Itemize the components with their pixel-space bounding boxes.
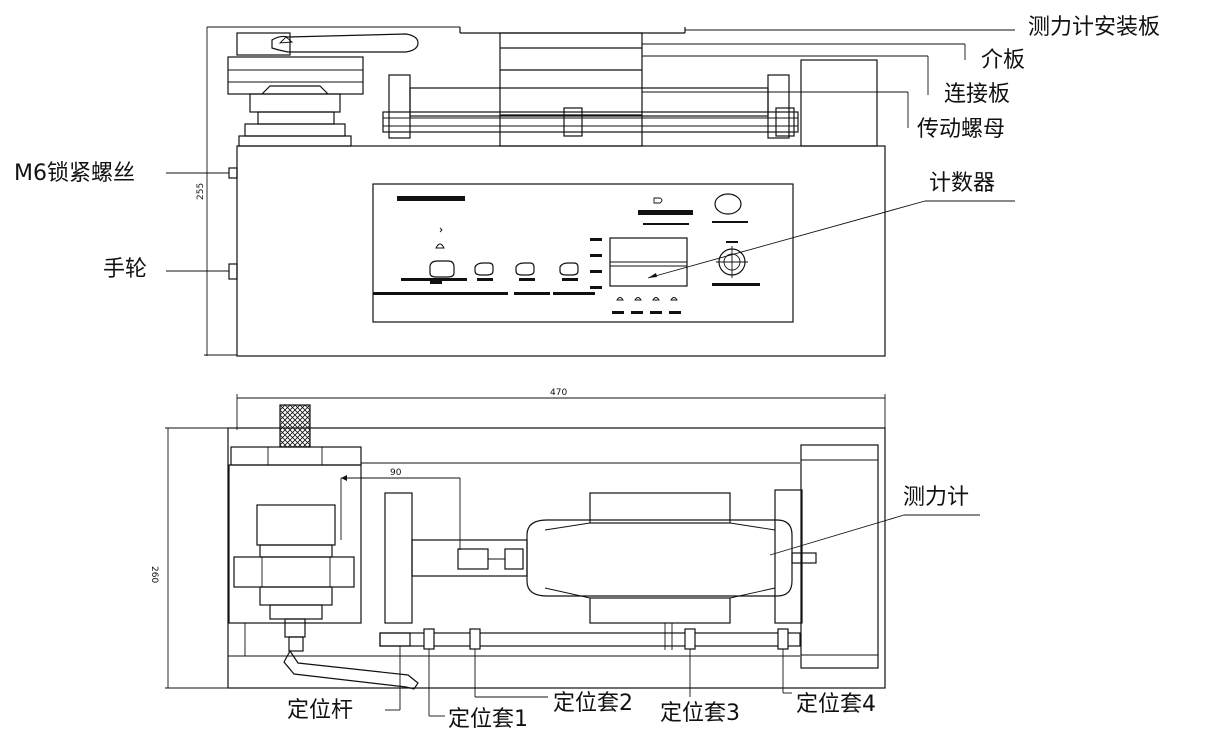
label-m6-lock-screw: M6锁紧螺丝 <box>14 161 135 186</box>
label-locating-rod: 定位杆 <box>287 698 353 723</box>
handwheel-top <box>227 32 419 147</box>
inner-distance-dimension: 90 <box>390 468 402 478</box>
label-locating-sleeve-3: 定位套3 <box>660 701 740 726</box>
top-view: 470 260 <box>149 388 980 717</box>
label-gauge-mount-plate: 测力计安装板 <box>1028 15 1160 40</box>
total-width-dimension: 470 <box>550 388 567 398</box>
label-force-gauge: 测力计 <box>903 485 969 510</box>
control-panel <box>372 183 794 323</box>
label-locating-sleeve-4: 定位套4 <box>796 692 876 717</box>
front-view: 255 <box>166 26 1015 357</box>
side-height-dimension: 260 <box>149 566 159 583</box>
label-locating-sleeve-2: 定位套2 <box>553 691 633 716</box>
label-intermediate-plate: 介板 <box>981 48 1025 73</box>
front-height-dimension: 255 <box>196 183 206 200</box>
force-gauge-body <box>526 492 817 624</box>
label-locating-sleeve-1: 定位套1 <box>448 707 528 732</box>
label-drive-nut: 传动螺母 <box>917 117 1005 142</box>
label-connecting-plate: 连接板 <box>944 82 1010 107</box>
handwheel-grip <box>279 404 311 448</box>
label-handwheel: 手轮 <box>103 257 147 282</box>
label-counter: 计数器 <box>929 171 995 196</box>
